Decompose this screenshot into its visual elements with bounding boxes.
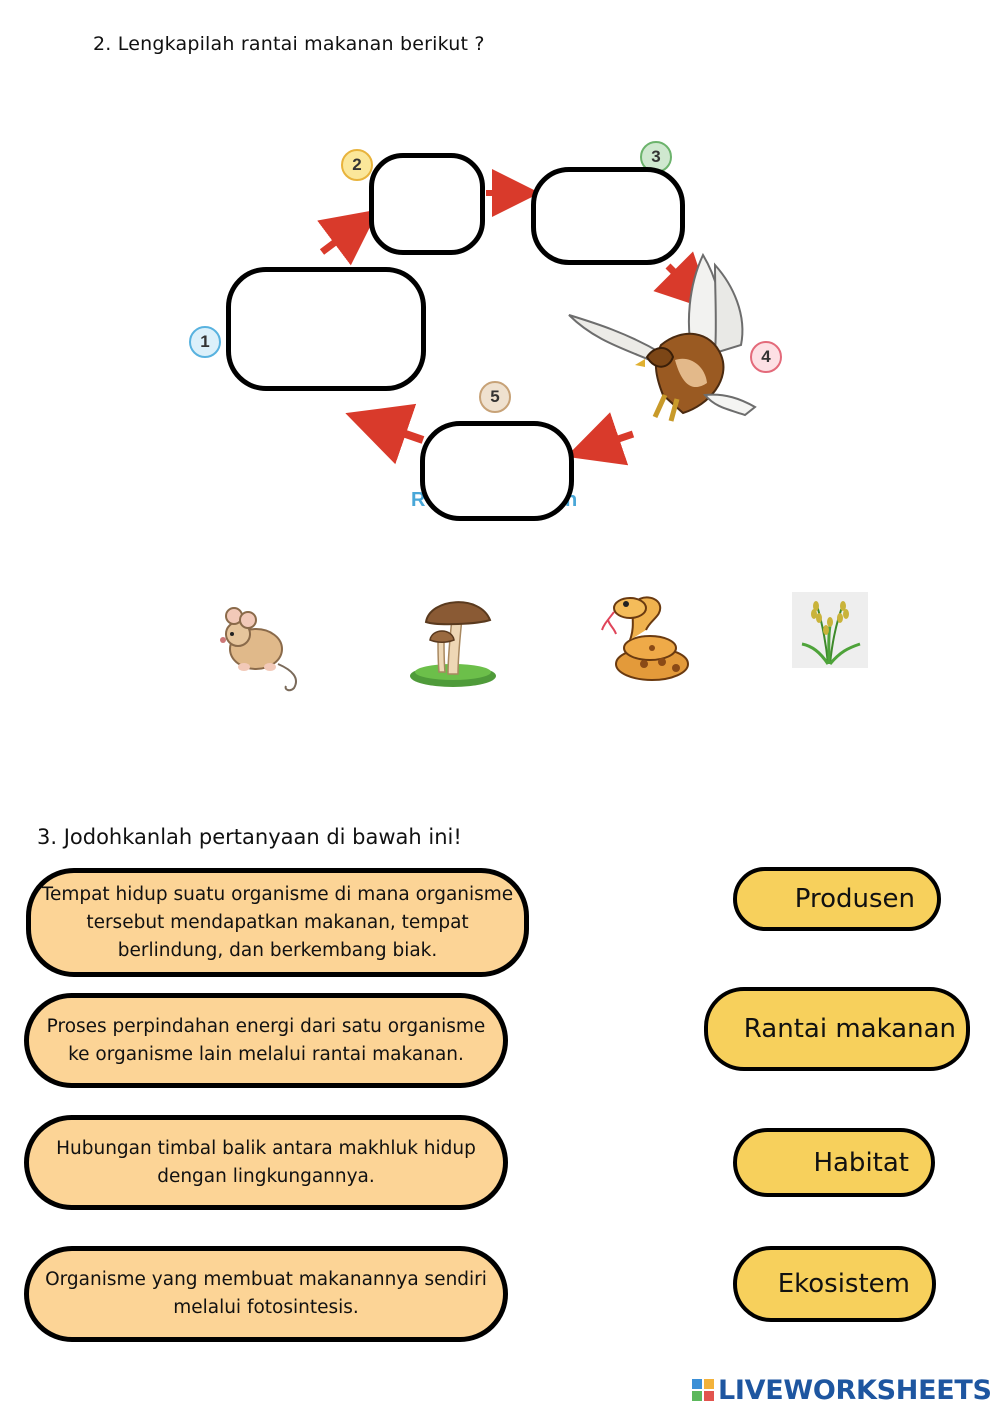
question-pill-2[interactable]: Proses perpindahan energi dari satu orga… (24, 993, 508, 1088)
question-pill-1[interactable]: Tempat hidup suatu organisme di mana org… (26, 868, 529, 977)
question-2-title: 2. Lengkapilah rantai makanan berikut ? (93, 33, 485, 55)
drop-box-2[interactable] (369, 153, 485, 255)
mushroom-icon[interactable] (408, 592, 498, 688)
mouse-icon[interactable] (214, 604, 304, 694)
rice-plant-icon[interactable] (792, 592, 868, 668)
step-number-2: 2 (341, 149, 373, 181)
step-number-4: 4 (750, 341, 782, 373)
arrow-1-to-2 (317, 209, 379, 266)
liveworksheets-logo[interactable]: LIVEWORKSHEETS (692, 1372, 992, 1408)
answer-pill-ekosistem[interactable]: Ekosistem (733, 1246, 936, 1322)
arrow-5-to-1 (345, 403, 425, 465)
food-chain-diagram: R n 2 3 1 4 5 (0, 0, 1000, 560)
liveworksheets-logo-icon (692, 1379, 714, 1401)
eagle-icon (568, 252, 757, 422)
question-pill-4[interactable]: Organisme yang membuat makanannya sendir… (24, 1246, 508, 1342)
step-number-1: 1 (189, 326, 221, 358)
arrow-4-to-5 (566, 412, 635, 466)
answer-pill-produsen[interactable]: Produsen (733, 867, 941, 931)
question-pill-3[interactable]: Hubungan timbal balik antara makhluk hid… (24, 1115, 508, 1210)
step-number-5: 5 (479, 381, 511, 413)
answer-pill-habitat[interactable]: Habitat (733, 1128, 935, 1197)
drop-box-5[interactable] (420, 421, 574, 521)
snake-icon[interactable] (600, 590, 692, 684)
liveworksheets-brand-text: LIVEWORKSHEETS (718, 1374, 992, 1406)
answer-pill-rantai-makanan[interactable]: Rantai makanan (704, 987, 970, 1071)
question-3-title: 3. Jodohkanlah pertanyaan di bawah ini! (37, 825, 462, 849)
drop-box-3[interactable] (531, 167, 685, 265)
drop-box-1[interactable] (226, 267, 426, 391)
